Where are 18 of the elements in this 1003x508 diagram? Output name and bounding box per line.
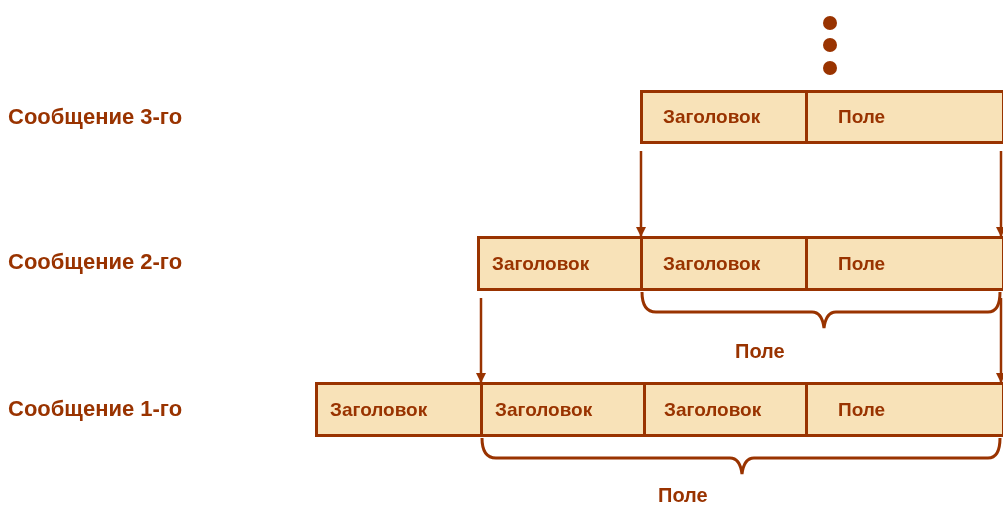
row-label: Сообщение 3-го: [8, 104, 183, 130]
arrow: [996, 151, 1003, 237]
packet-cell: Заголовок: [640, 236, 808, 291]
row-label: Сообщение 2-го: [8, 249, 183, 275]
packet-cell: Заголовок: [477, 236, 643, 291]
packet-cell: Поле: [805, 382, 1003, 437]
packet-cell: Заголовок: [480, 382, 646, 437]
row-label: Сообщение 1-го: [8, 396, 183, 422]
packet-cell: Заголовок: [643, 382, 808, 437]
brace-label: Поле: [735, 340, 785, 363]
arrow: [996, 298, 1003, 383]
packet-cell: Поле: [805, 90, 1003, 144]
packet-cell: Заголовок: [315, 382, 483, 437]
packet-cell: Заголовок: [640, 90, 808, 144]
brace-label: Поле: [658, 484, 708, 507]
arrow: [476, 298, 486, 383]
arrow: [636, 151, 646, 237]
packet-cell: Поле: [805, 236, 1003, 291]
